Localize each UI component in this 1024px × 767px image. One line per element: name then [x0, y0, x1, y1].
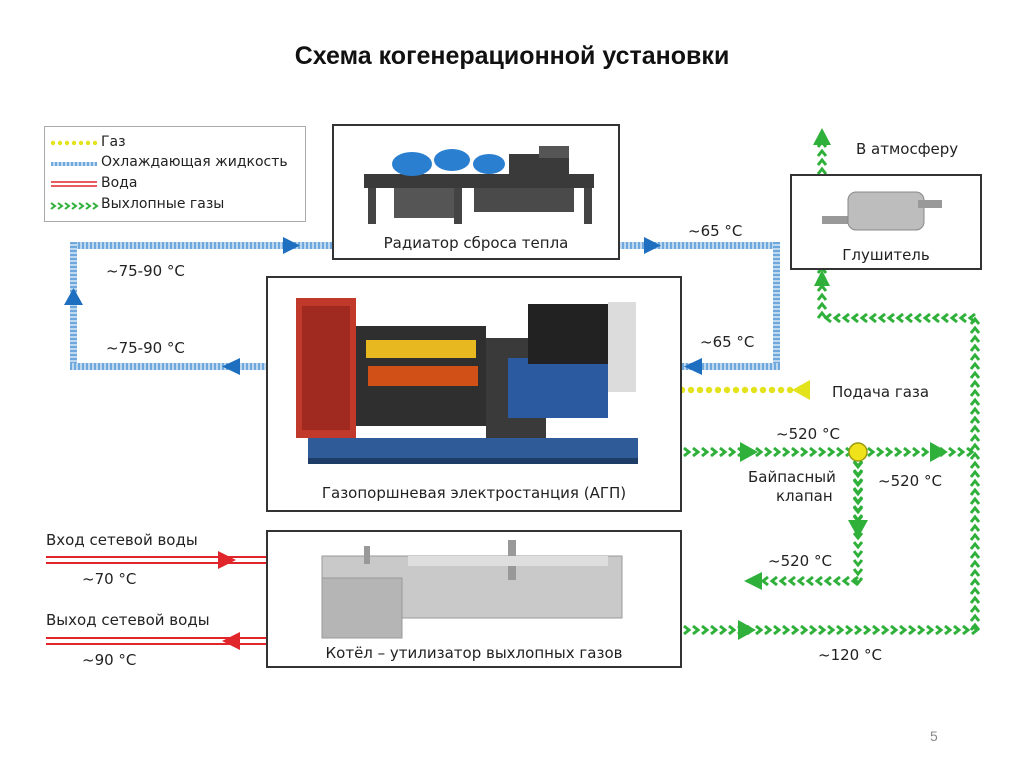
legend-gas-swatch — [50, 140, 98, 146]
legend-label-gas: Газ — [101, 134, 126, 150]
coolant-arrow-icon — [684, 358, 702, 375]
boiler-unit: Котёл – утилизатор выхлопных газов — [266, 530, 682, 668]
legend-water-swatch — [51, 181, 97, 187]
coolant-loop — [64, 237, 780, 375]
radiator-image — [364, 146, 594, 224]
temp-coolant-top-left: ~75-90 °С — [106, 262, 185, 280]
page-title: Схема когенерационной установки — [294, 42, 730, 70]
legend-label-exhaust: Выхлопные газы — [101, 196, 225, 212]
legend-coolant-swatch — [51, 162, 97, 166]
temp-exhaust-out: ~520 °С — [776, 425, 840, 443]
coolant-arrow-icon — [222, 358, 240, 375]
temp-coolant-bottom-left: ~75-90 °С — [106, 339, 185, 357]
coolant-arrow-icon — [64, 288, 83, 305]
water-arrow-icon — [222, 632, 240, 650]
water-arrow-icon — [218, 551, 236, 569]
temp-coolant-top-right: ~65 °С — [688, 222, 743, 240]
coolant-arrow-icon — [644, 237, 661, 254]
muffler-image — [822, 191, 942, 231]
temp-coolant-bottom-right: ~65 °С — [700, 333, 755, 351]
legend-label-coolant: Охлаждающая жидкость — [101, 154, 288, 170]
generator-image — [296, 298, 638, 464]
boiler-image — [321, 540, 623, 639]
radiator-unit: Радиатор сброса тепла — [332, 124, 620, 260]
gas-supply-label: Подача газа — [832, 383, 930, 401]
temp-exhaust-boiler-in: ~520 °С — [768, 552, 832, 570]
legend-label-water: Вода — [101, 175, 138, 191]
generator-unit: Газопоршневая электростанция (АГП) — [266, 276, 682, 512]
muffler-caption: Глушитель — [842, 246, 930, 264]
bypass-valve-icon — [848, 442, 868, 462]
radiator-caption: Радиатор сброса тепла — [383, 234, 569, 252]
temp-water-in: ~70 °С — [82, 570, 137, 588]
temp-exhaust-boiler-out: ~120 °С — [818, 646, 882, 664]
temp-exhaust-right: ~520 °С — [878, 472, 942, 490]
temp-water-out: ~90 °С — [82, 651, 137, 669]
generator-caption: Газопоршневая электростанция (АГП) — [321, 484, 627, 502]
legend-exhaust-swatch — [50, 202, 99, 210]
water-out-label: Выход сетевой воды — [46, 611, 210, 629]
atmosphere-label: В атмосферу — [856, 140, 959, 158]
coolant-arrow-icon — [283, 237, 300, 254]
exhaust-lines — [683, 128, 981, 640]
legend: Газ Охлаждающая жидкость Вода Выхлопные … — [44, 126, 306, 222]
bypass-valve-label-1: Байпасный — [748, 468, 836, 486]
bypass-valve-label-2: клапан — [776, 487, 833, 505]
water-in-label: Вход сетевой воды — [46, 531, 198, 549]
page-number: 5 — [930, 728, 938, 744]
muffler-unit: Глушитель — [790, 174, 982, 270]
boiler-caption: Котёл – утилизатор выхлопных газов — [325, 644, 623, 662]
